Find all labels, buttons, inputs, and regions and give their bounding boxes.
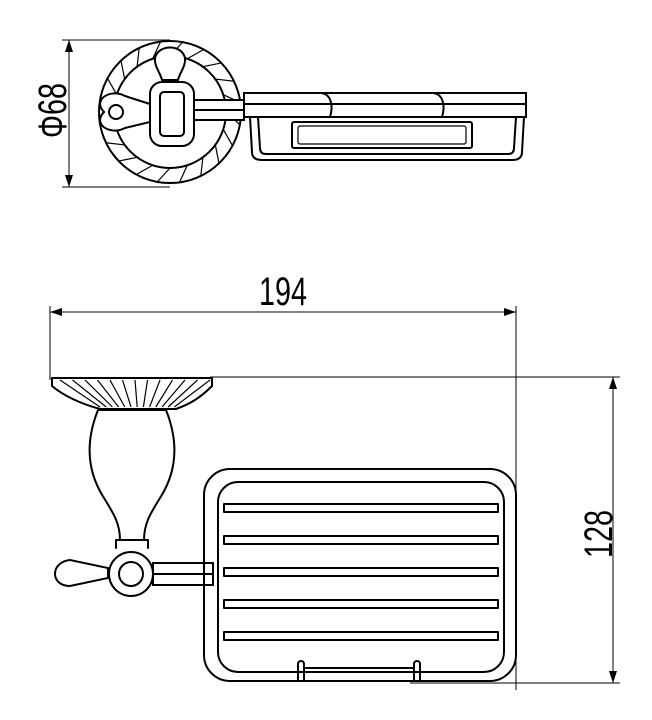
flute-line — [118, 156, 138, 162]
flute-line — [136, 164, 153, 176]
flute-line — [136, 47, 140, 67]
flute-line — [121, 379, 132, 408]
front-view: 194 128 — [49, 269, 621, 690]
top-view: Φ68 — [30, 39, 527, 188]
flute-line — [106, 78, 118, 95]
flute-line — [156, 167, 171, 183]
flute-line — [214, 144, 220, 164]
basket-bar — [223, 599, 499, 609]
flute-line — [149, 379, 161, 408]
rosette-front — [51, 377, 213, 410]
width-label: 194 — [259, 269, 307, 314]
flute-line — [72, 379, 107, 408]
flute-line — [109, 379, 126, 408]
height-dimension: 128 — [210, 376, 621, 684]
basket-bar — [223, 535, 499, 545]
flute-line — [161, 379, 186, 408]
height-label: 128 — [576, 510, 621, 558]
knob-front — [54, 551, 214, 597]
flute-line — [222, 129, 234, 146]
flute-line — [200, 157, 204, 177]
flute-line — [167, 379, 198, 408]
flute-line — [215, 78, 235, 82]
basket-top — [249, 116, 525, 161]
diameter-dimension: Φ68 — [30, 39, 170, 188]
flute-line — [178, 165, 188, 183]
flute-line — [152, 41, 162, 59]
post-front — [88, 409, 176, 549]
flute-line — [155, 379, 174, 408]
flute-line — [105, 142, 125, 146]
flute-line — [59, 379, 101, 408]
flute-line — [187, 48, 204, 60]
flute-line — [174, 379, 211, 408]
flute-line — [142, 379, 149, 408]
flute-line — [84, 379, 113, 408]
flute-line — [120, 60, 126, 80]
flute-line — [202, 62, 222, 68]
flute-line — [134, 379, 138, 408]
arm-top — [243, 92, 527, 118]
bracket-top — [99, 46, 245, 147]
basket-bar — [223, 567, 499, 577]
flute-line — [97, 379, 120, 408]
diameter-label: Φ68 — [30, 83, 75, 138]
basket-bar — [223, 503, 499, 513]
basket-front — [203, 468, 517, 682]
basket-bar — [223, 631, 499, 641]
